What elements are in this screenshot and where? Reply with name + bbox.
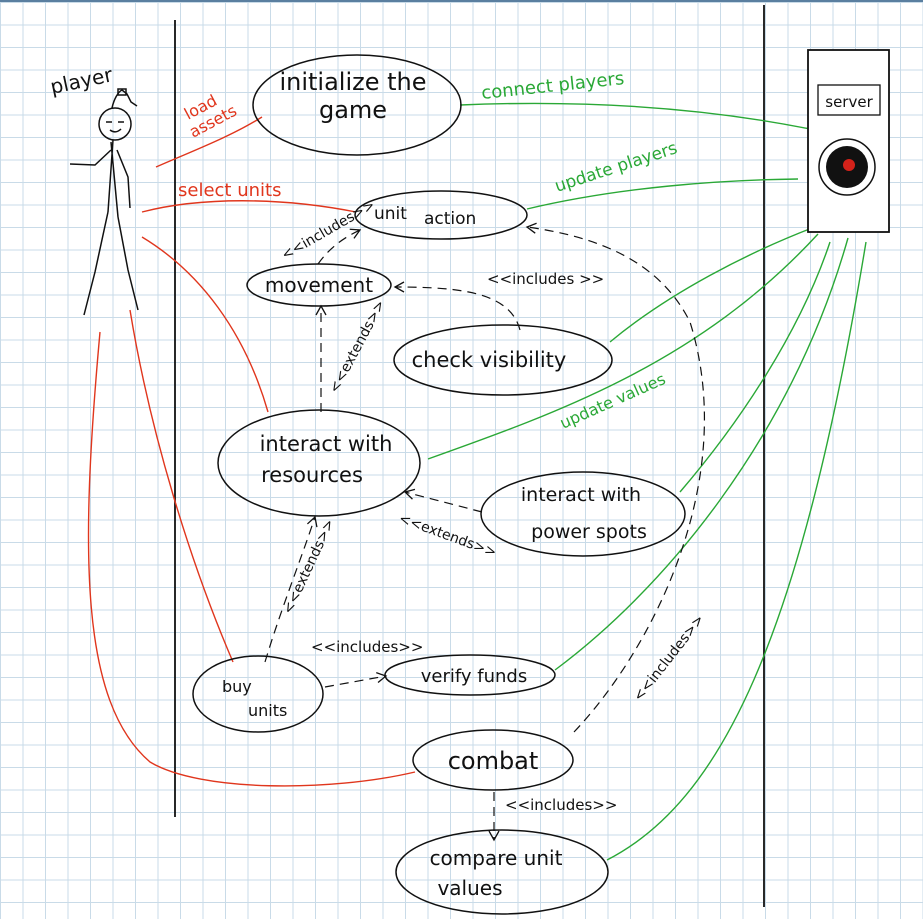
server-label-box [817, 84, 881, 116]
label-includes-funds: <<includes>> [311, 638, 423, 656]
use-case-compare-values-label-1: compare unit [430, 846, 563, 870]
player-mouth [109, 128, 122, 133]
player-to-buy-line [129, 309, 234, 663]
player-to-initialize-line [155, 116, 263, 168]
use-case-check-visibility [393, 324, 613, 396]
buy-extends-resources [264, 515, 318, 663]
player-arm-left [69, 149, 112, 166]
label-includes-visibility: <<includes >> [487, 270, 604, 288]
player-leg-left [83, 211, 109, 316]
unit-action-to-server-line [526, 178, 799, 210]
server-associations [427, 102, 867, 861]
player-actor-label: player [48, 62, 115, 99]
label-extends-power: <<extends>> [397, 511, 499, 561]
label-update-values: update values [557, 369, 668, 433]
player-to-unit-action-line [141, 200, 357, 213]
use-case-buy-units [192, 655, 324, 733]
initialize-to-server-line [459, 102, 811, 130]
use-case-initialize-label-1: initialize the [279, 68, 426, 96]
player-to-combat-line [87, 331, 416, 787]
use-case-buy-units-label-1: buy [222, 677, 252, 696]
label-includes-combat: <<includes>> [631, 612, 708, 705]
dependency-arrows [264, 222, 705, 842]
buy-includes-funds [324, 672, 388, 688]
use-case-interact-resources-label-2: resources [261, 463, 363, 487]
server-light-core [843, 159, 855, 171]
use-case-initialize-label-2: game [319, 96, 387, 124]
use-case-verify-funds [384, 654, 556, 696]
player-hair [111, 89, 138, 109]
funds-to-server-line [554, 237, 849, 671]
use-case-interact-resources [217, 409, 421, 517]
compare-to-server-line [606, 241, 867, 861]
label-includes-compare: <<includes>> [505, 796, 617, 814]
visibility-to-server-line [609, 227, 813, 343]
power-extends-resources [403, 488, 483, 513]
resources-to-server-line [427, 233, 819, 460]
player-actor [69, 88, 139, 316]
player-arm-right [116, 149, 131, 209]
use-case-interact-resources-label-1: interact with [260, 432, 393, 456]
player-hair-tie [117, 88, 127, 96]
player-leg-right [117, 216, 139, 311]
visibility-includes-movement [393, 281, 521, 331]
use-case-movement-label: movement [265, 273, 373, 297]
use-case-initialize [252, 54, 462, 156]
label-select-units: select units [178, 180, 281, 201]
use-case-verify-funds-label: verify funds [421, 666, 527, 687]
use-case-compare-values-label-2: values [437, 876, 502, 900]
use-case-combat [412, 729, 574, 791]
use-case-interact-power-label-2: power spots [531, 521, 647, 543]
use-cases [192, 54, 686, 915]
use-case-interact-power-label-1: interact with [521, 484, 641, 506]
use-case-unit-action-label-2: action [424, 209, 476, 229]
player-body [107, 139, 119, 218]
server-actor-label: server [825, 93, 873, 111]
label-connect-players: connect players [480, 68, 625, 104]
use-case-unit-action-label-1: unit [374, 204, 407, 224]
use-case-unit-action [354, 190, 528, 240]
power-to-server-line [679, 241, 831, 493]
use-case-combat-label: combat [448, 747, 539, 775]
player-head [98, 107, 132, 141]
use-case-buy-units-label-2: units [248, 701, 287, 720]
unit-action-includes-movement [317, 228, 362, 265]
label-extends-buy: <<extends>> [280, 517, 338, 617]
label-extends-movement: <<extends>> [326, 298, 388, 396]
player-to-interact-line [141, 236, 269, 413]
use-case-check-visibility-label: check visibility [412, 348, 567, 372]
combat-includes-unit-action [525, 222, 705, 733]
use-case-movement [246, 263, 392, 307]
player-associations [87, 116, 416, 787]
use-case-compare-values [395, 829, 609, 915]
server-actor [807, 49, 890, 233]
use-case-interact-power [480, 471, 686, 557]
label-update-players: update players [552, 138, 680, 196]
